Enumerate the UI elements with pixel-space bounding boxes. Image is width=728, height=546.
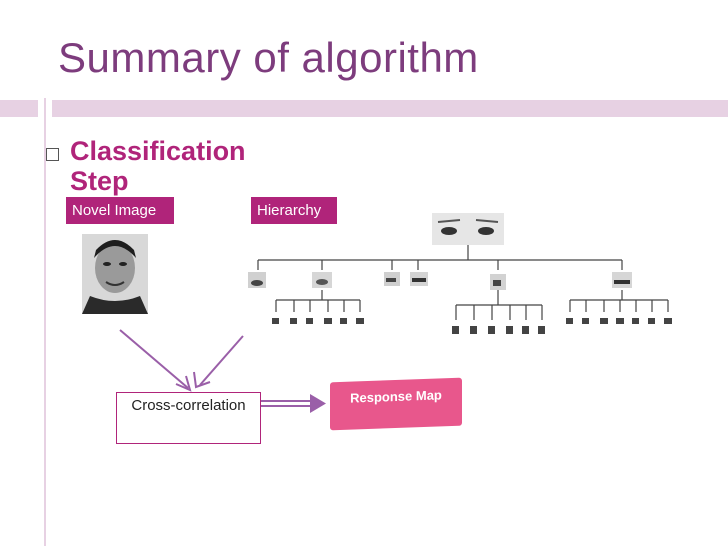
hierarchy-label: Hierarchy — [251, 197, 337, 224]
response-map-box: Response Map — [330, 377, 462, 431]
vertical-divider — [44, 98, 46, 546]
novel-image-label: Novel Image — [66, 197, 174, 224]
slide-title: Summary of algorithm — [58, 34, 479, 81]
bullet-square-icon — [46, 148, 59, 161]
bullet-classification-step: Classification Step — [70, 136, 246, 196]
cross-correlation-box: Cross-correlation — [116, 392, 261, 444]
header-bar-right — [52, 100, 728, 117]
header-bar-left — [0, 100, 38, 117]
novel-face-image — [82, 234, 148, 314]
input-arrows — [119, 329, 244, 392]
output-arrow — [261, 394, 326, 413]
root-eyes-patch — [432, 213, 504, 245]
